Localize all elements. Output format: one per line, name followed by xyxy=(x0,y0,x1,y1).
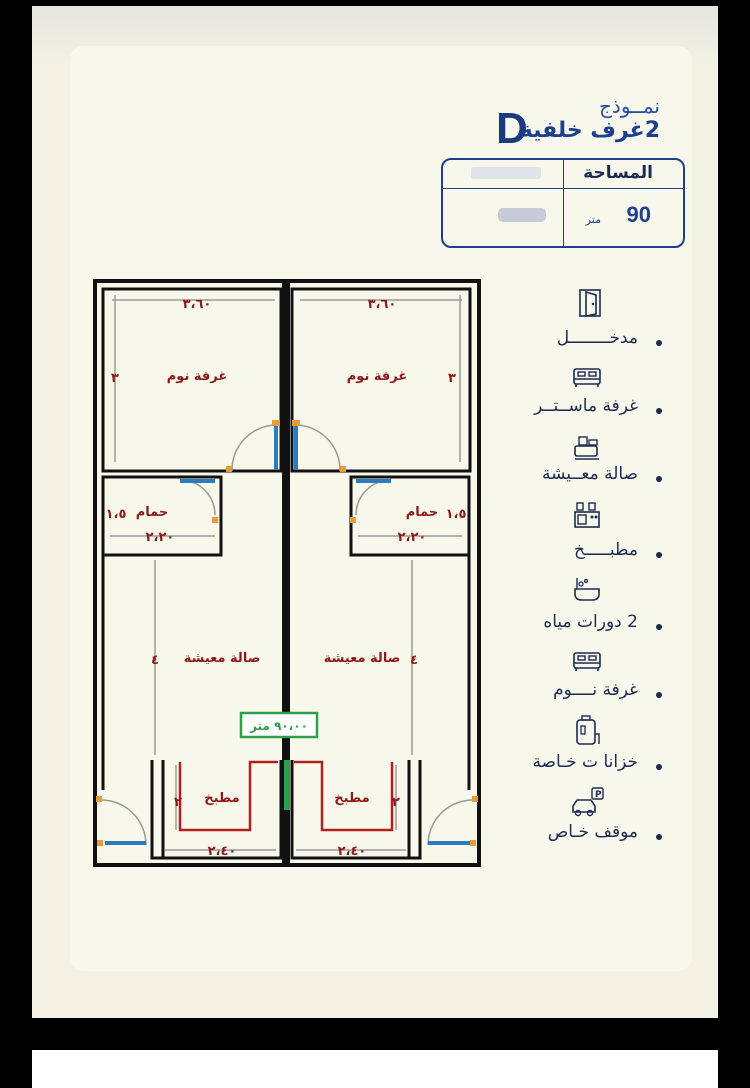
feature-living-room: صالة معــيشة xyxy=(542,464,638,484)
blurred-label xyxy=(471,167,541,179)
area-value: 90 xyxy=(626,202,651,227)
bullet xyxy=(656,408,662,414)
area-label: المساحة xyxy=(583,163,653,183)
bullet xyxy=(656,764,662,770)
svg-text:P: P xyxy=(595,790,602,800)
area-box: المساحة 90 متر xyxy=(441,158,685,248)
right-bathroom-label: حمام xyxy=(406,505,439,520)
bullet xyxy=(656,340,662,346)
left-bathroom-depth: ١،٥ xyxy=(106,507,127,522)
model-word: نمــوذج xyxy=(599,94,660,118)
left-bathroom-label: حمام xyxy=(136,505,169,520)
right-bedroom-label: غرفة نوم xyxy=(347,369,407,384)
bottom-strip xyxy=(32,1050,718,1088)
right-living-depth: ٤ xyxy=(410,653,418,668)
model-subtitle: 2غرف خلفية xyxy=(519,118,660,143)
feature-private-parking: موقف خـاص xyxy=(547,822,638,842)
bullet xyxy=(656,476,662,482)
floor-plan: غرفة نوم غرفة نوم ٣،٦٠ ٣،٦٠ ٣ ٣ حمام حما… xyxy=(93,279,481,867)
left-bathroom-width: ٢،٢٠ xyxy=(146,530,175,545)
kitchen-icon xyxy=(574,502,600,528)
left-bedroom-label: غرفة نوم xyxy=(167,369,227,384)
right-kitchen-depth: ٢ xyxy=(392,795,400,810)
sofa-icon xyxy=(574,436,599,460)
left-kitchen-label: مطبخ xyxy=(204,791,239,806)
left-bedroom-depth: ٣ xyxy=(111,371,119,386)
total-area-tag xyxy=(239,711,319,739)
car-parking-icon: P xyxy=(572,787,604,817)
right-bedroom-depth: ٣ xyxy=(448,371,456,386)
feature-bathrooms: 2 دورات مياه xyxy=(543,612,638,632)
bed-icon xyxy=(573,368,601,387)
door-icon xyxy=(579,289,601,317)
area-unit: متر xyxy=(585,213,601,226)
feature-private-tanks: خزانا ت خـاصة xyxy=(532,752,638,772)
bathtub-icon xyxy=(574,578,600,601)
right-living-label: صالة معيشة xyxy=(324,651,401,666)
feature-bedroom: غرفة نــــوم xyxy=(553,680,638,700)
right-bedroom-width: ٣،٦٠ xyxy=(368,297,397,312)
feature-entrance: مدخــــــــل xyxy=(556,328,638,348)
bullet xyxy=(656,552,662,558)
right-kitchen-width: ٢،٤٠ xyxy=(338,844,367,859)
left-bedroom-width: ٣،٦٠ xyxy=(183,297,212,312)
model-letter: D xyxy=(496,104,528,153)
bullet xyxy=(656,692,662,698)
bullet xyxy=(656,834,662,840)
blurred-value xyxy=(498,208,546,222)
right-bathroom-depth: ١،٥ xyxy=(446,507,467,522)
feature-kitchen: مطبـــــخ xyxy=(573,540,638,560)
screenshot-frame: نمــوذج 2غرف خلفية D المساحة 90 متر مدخـ… xyxy=(32,6,718,1018)
right-kitchen-label: مطبخ xyxy=(334,791,369,806)
water-tank-icon xyxy=(576,715,600,745)
model-header: نمــوذج 2غرف خلفية xyxy=(520,94,660,143)
total-area-text: ٩٠،٠٠ متر xyxy=(249,719,308,733)
left-living-label: صالة معيشة xyxy=(184,651,261,666)
bed-icon xyxy=(573,652,601,671)
feature-master-room: غرفة ماســتــر xyxy=(534,396,638,416)
bullet xyxy=(656,624,662,630)
right-bathroom-width: ٢،٢٠ xyxy=(398,530,427,545)
left-kitchen-depth: ٢ xyxy=(174,795,182,810)
left-living-depth: ٤ xyxy=(151,653,159,668)
left-kitchen-width: ٢،٤٠ xyxy=(208,844,237,859)
